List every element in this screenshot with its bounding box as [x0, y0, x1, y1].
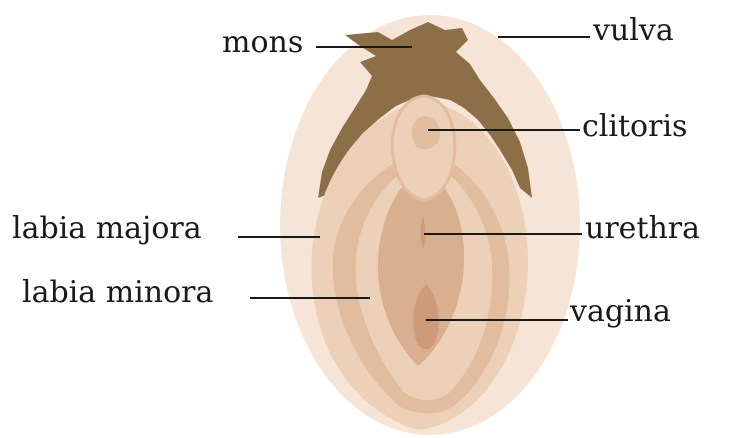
vagina-label: vagina [570, 297, 671, 327]
vulva-label: vulva [593, 16, 674, 46]
labia-majora-label: labia majora [12, 214, 202, 244]
labia-minora-label: labia minora [22, 278, 213, 308]
mons-label: mons [222, 28, 303, 58]
clitoris-label: clitoris [582, 112, 687, 142]
urethra-label: urethra [585, 214, 700, 244]
